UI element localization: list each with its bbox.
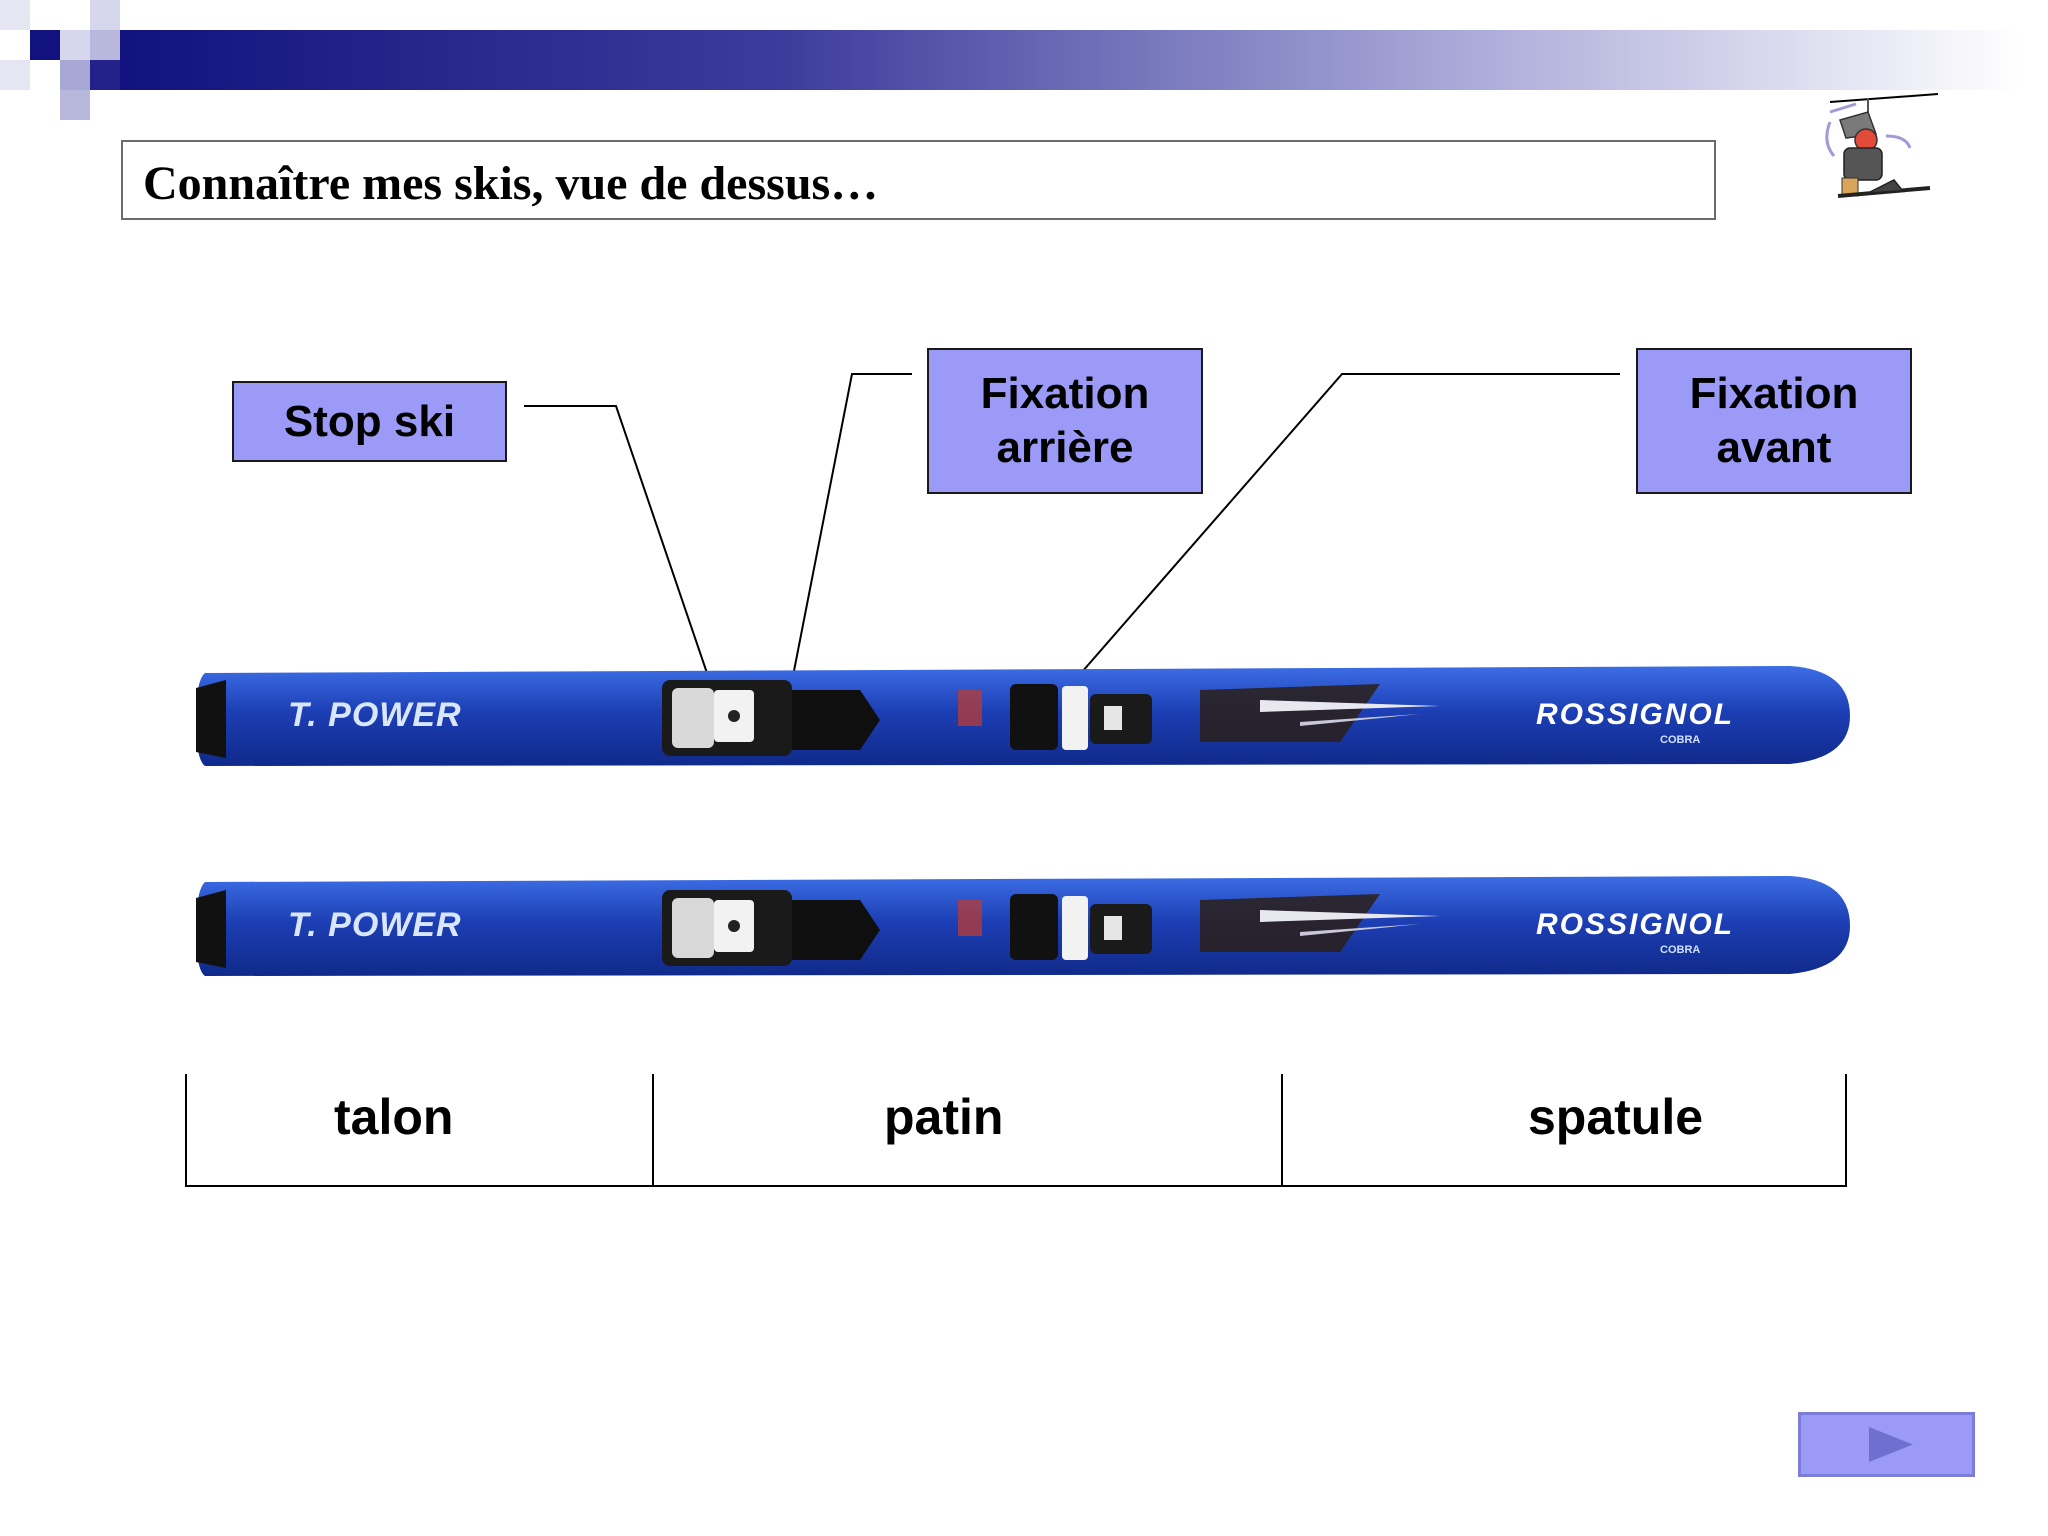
zone-label-patin: patin xyxy=(884,1088,1003,1146)
play-arrow-icon xyxy=(1801,1415,1972,1474)
ski-model-text: T. POWER xyxy=(288,906,462,945)
label-stop-ski: Stop ski xyxy=(232,381,507,462)
label-fixation-arriere-line2: arrière xyxy=(981,421,1150,475)
ski-brand-text: ROSSIGNOL xyxy=(1536,698,1734,732)
label-stop-ski-text: Stop ski xyxy=(284,395,455,449)
ski-sub-text: COBRA xyxy=(1660,734,1700,746)
ski-model-text: T. POWER xyxy=(288,696,462,735)
fixation-arriere-leader xyxy=(793,374,912,676)
label-fixation-avant-line1: Fixation xyxy=(1690,367,1859,421)
ski-sub-text: COBRA xyxy=(1660,944,1700,956)
stop-ski-leader xyxy=(524,406,708,676)
label-fixation-arriere: Fixation arrière xyxy=(927,348,1203,494)
next-slide-button[interactable] xyxy=(1798,1412,1975,1477)
label-fixation-avant-line2: avant xyxy=(1690,421,1859,475)
label-fixation-avant: Fixation avant xyxy=(1636,348,1912,494)
zone-label-spatule: spatule xyxy=(1528,1088,1703,1146)
ski-brand-text: ROSSIGNOL xyxy=(1536,908,1734,942)
label-fixation-arriere-line1: Fixation xyxy=(981,367,1150,421)
zone-label-talon: talon xyxy=(334,1088,453,1146)
